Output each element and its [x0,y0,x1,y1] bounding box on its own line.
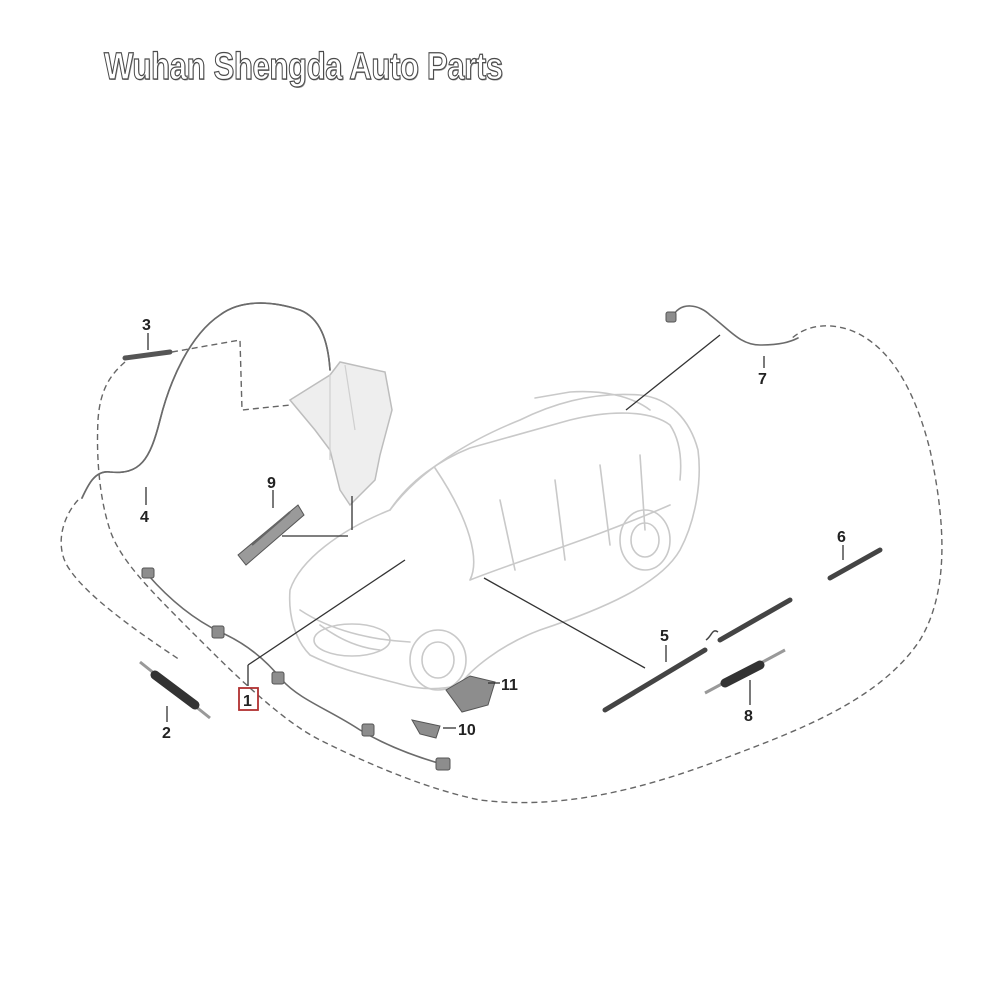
part-11-pump [445,675,496,713]
wiring-harness [141,567,451,771]
callout-4: 4 [140,509,149,526]
callout-2: 2 [162,725,171,742]
washer-reservoir [288,361,393,507]
callout-1-highlight [238,687,259,711]
callout-10: 10 [458,722,476,739]
leader-lines [145,333,844,729]
wiring-loom-path [60,325,943,804]
front-hose [81,302,331,499]
callout-6: 6 [837,529,846,546]
part-10-clip [411,719,441,739]
callout-3: 3 [142,317,151,334]
part-7-hose [665,305,799,346]
part-9-bracket [237,504,305,566]
callout-9: 9 [267,475,276,492]
brand-title: Wuhan Shengda Auto Parts [104,45,504,88]
part-8-connector [704,648,786,695]
callout-7: 7 [758,371,767,388]
callout-1: 1 [243,693,252,710]
part-2-nozzle [139,660,211,720]
car-illustration [288,390,700,691]
callout-11: 11 [501,677,518,694]
callout-8: 8 [744,708,753,725]
callout-5: 5 [660,628,669,645]
rear-hoses [602,547,883,713]
